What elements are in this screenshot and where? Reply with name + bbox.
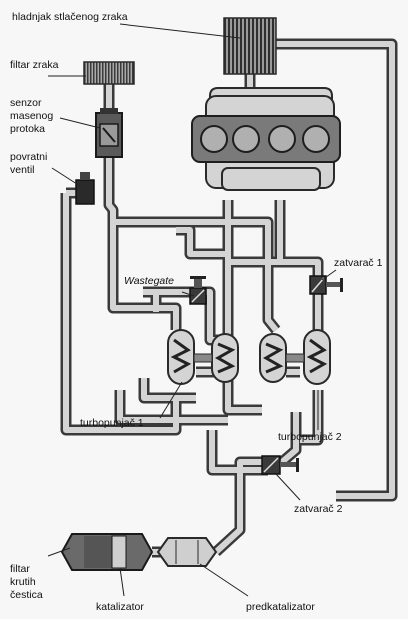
label-flap-2: zatvarač 2 bbox=[294, 503, 343, 515]
label-mass-sensor-line3: protoka bbox=[10, 123, 45, 135]
intercooler bbox=[223, 17, 277, 75]
label-mass-sensor-line1: senzor bbox=[10, 97, 42, 109]
label-air-filter: filtar zraka bbox=[10, 59, 59, 71]
label-dpf-line1: filtar bbox=[10, 563, 30, 575]
leader-lines bbox=[47, 23, 337, 597]
mass-air-flow-sensor bbox=[95, 108, 123, 158]
label-check-valve-line1: povratni bbox=[10, 151, 47, 163]
label-turbocharger-2: turbopunjač 2 bbox=[278, 431, 342, 443]
label-dpf-line3: čestica bbox=[10, 589, 43, 601]
engine-block bbox=[191, 87, 341, 191]
pipe-network bbox=[60, 38, 398, 558]
label-mass-sensor-line2: masenog bbox=[10, 110, 53, 122]
flap-1-valve bbox=[309, 275, 343, 295]
wastegate-valve bbox=[189, 276, 207, 305]
turbocharger-2 bbox=[259, 329, 331, 385]
label-turbocharger-1: turbopunjač 1 bbox=[80, 417, 144, 429]
label-wastegate: Wastegate bbox=[124, 275, 174, 287]
labels: hladnjak stlačenog zraka filtar zraka se… bbox=[10, 11, 383, 613]
label-precatalyst: predkatalizator bbox=[246, 601, 315, 613]
pre-catalyst bbox=[156, 537, 218, 567]
label-flap-1: zatvarač 1 bbox=[334, 257, 383, 269]
turbocharger-1 bbox=[167, 329, 239, 385]
label-catalyst: katalizator bbox=[96, 601, 144, 613]
label-intercooler: hladnjak stlačenog zraka bbox=[12, 11, 128, 23]
label-check-valve-line2: ventil bbox=[10, 164, 35, 176]
diesel-particulate-filter bbox=[60, 533, 154, 571]
flap-2-valve bbox=[261, 455, 299, 475]
check-valve bbox=[75, 172, 95, 205]
label-dpf-line2: krutih bbox=[10, 576, 36, 588]
air-filter bbox=[83, 61, 135, 85]
